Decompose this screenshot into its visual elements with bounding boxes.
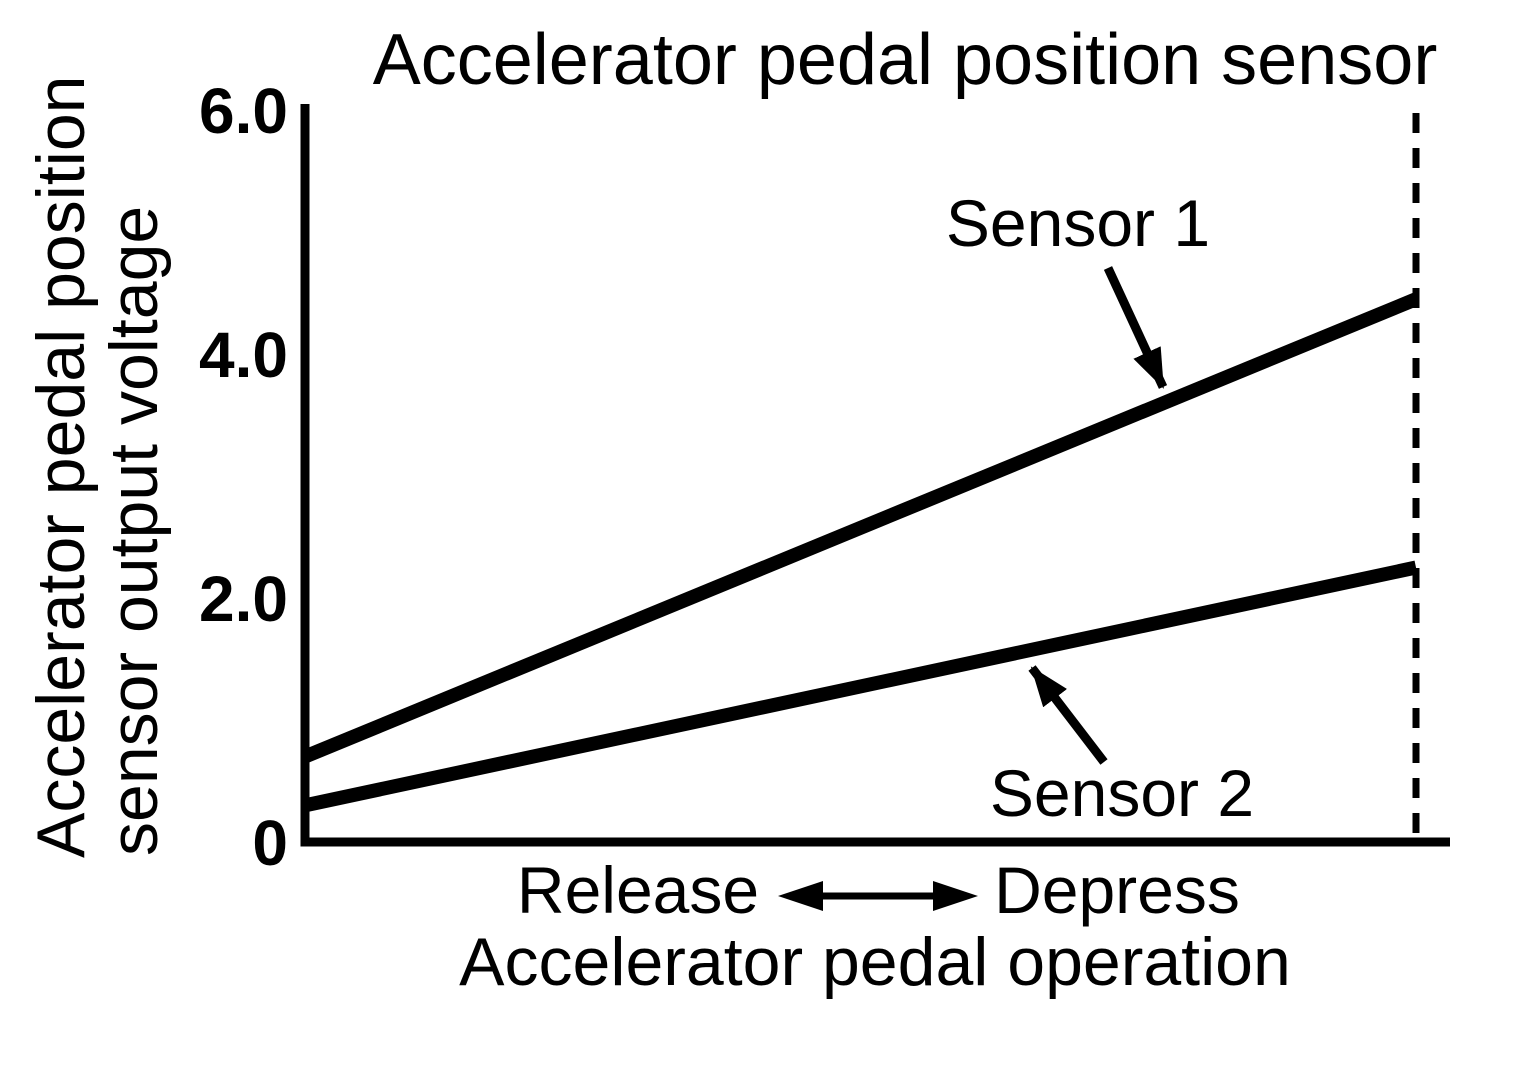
chart-title: Accelerator pedal position sensor: [373, 20, 1438, 100]
sensor2-arrow: [1028, 665, 1108, 765]
y-tick-4: 4.0: [199, 319, 288, 391]
depress-label: Depress: [994, 853, 1240, 927]
sensor1-label: Sensor 1: [946, 186, 1210, 260]
y-axis-label-line-2: sensor output voltage: [96, 206, 172, 856]
y-axis-ticks: 6.0 4.0 2.0 0: [199, 75, 288, 879]
y-axis-label: Accelerator pedal position sensor output…: [23, 76, 172, 858]
sensor2-label: Sensor 2: [990, 756, 1254, 830]
double-headed-arrow-icon: [778, 881, 978, 911]
sensor2-line: [303, 560, 1418, 813]
x-axis-direction: Release Depress: [517, 853, 1240, 927]
y-axis-label-line-1: Accelerator pedal position: [23, 76, 99, 858]
y-tick-6: 6.0: [199, 75, 288, 147]
x-axis-label: Accelerator pedal operation: [459, 924, 1291, 1000]
sensor1-line: [302, 292, 1419, 764]
release-label: Release: [517, 853, 759, 927]
y-tick-0: 0: [252, 807, 288, 879]
y-tick-2: 2.0: [199, 563, 288, 635]
sensor1-arrow: [1103, 266, 1168, 389]
